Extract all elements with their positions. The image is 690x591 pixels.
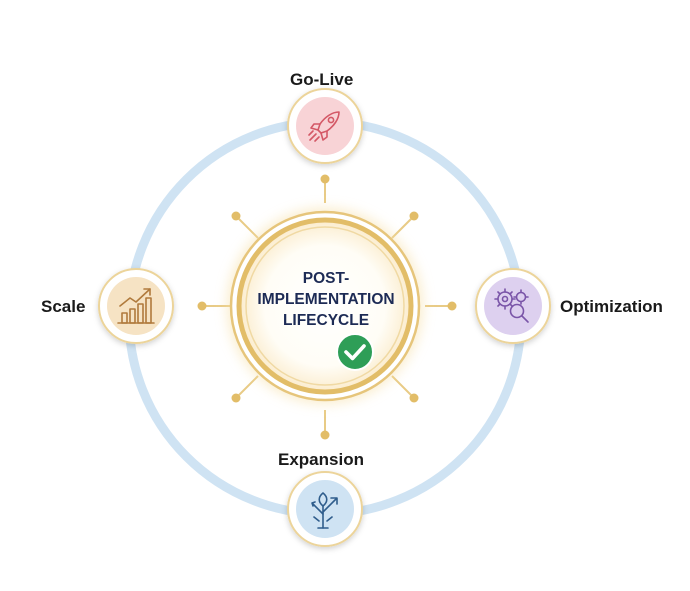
optimization-label: Optimization [560, 297, 663, 316]
center-title-line-2: IMPLEMENTATION [257, 291, 395, 308]
expansion-label: Expansion [278, 450, 364, 469]
center-title: POST- IMPLEMENTATION LIFECYCLE [245, 268, 407, 331]
golive-label: Go-Live [290, 70, 354, 89]
center-title-line-3: LIFECYCLE [282, 312, 370, 329]
gears-magnifier-icon [494, 288, 529, 323]
scale-node [98, 268, 174, 344]
growth-chart-icon [117, 288, 155, 324]
center-title-line-1: POST- [302, 270, 350, 287]
center-spokes [197, 174, 457, 440]
rocket-icon [308, 111, 340, 142]
golive-node [287, 88, 363, 164]
scale-label: Scale [41, 297, 86, 316]
check-badge-icon [336, 333, 374, 371]
branching-arrows-plant-icon [311, 492, 338, 529]
